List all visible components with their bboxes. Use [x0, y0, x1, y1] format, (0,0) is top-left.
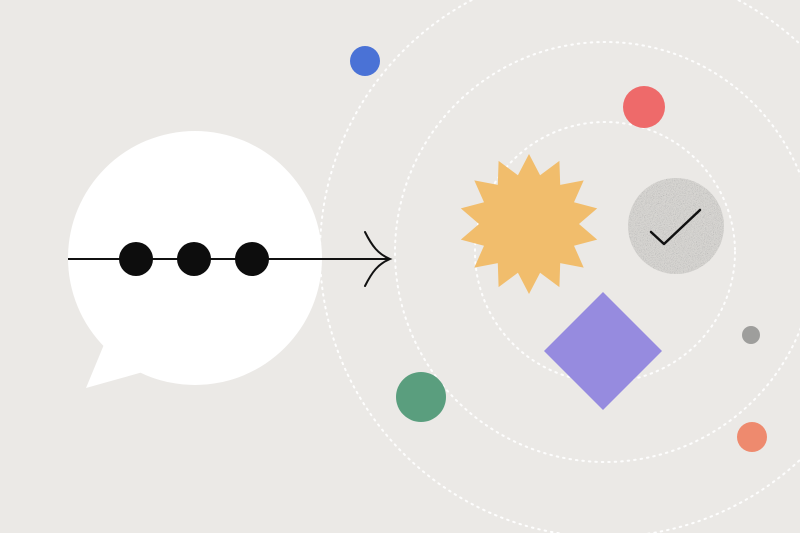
typing-dot: [235, 242, 269, 276]
green-dot: [396, 372, 446, 422]
check-icon: [649, 208, 702, 246]
typing-dot: [119, 242, 153, 276]
orbit-inner: [474, 121, 736, 383]
typing-dots: [119, 242, 269, 276]
gray-dot: [742, 326, 760, 344]
orbit-middle: [394, 41, 800, 463]
typing-dot: [177, 242, 211, 276]
blue-dot: [350, 46, 380, 76]
orange-dot: [737, 422, 767, 452]
red-dot: [623, 86, 665, 128]
diamond-shape: [544, 292, 662, 410]
check-circle: [628, 178, 724, 274]
starburst-shape: [460, 154, 598, 294]
orbit-rings: [319, 0, 800, 533]
